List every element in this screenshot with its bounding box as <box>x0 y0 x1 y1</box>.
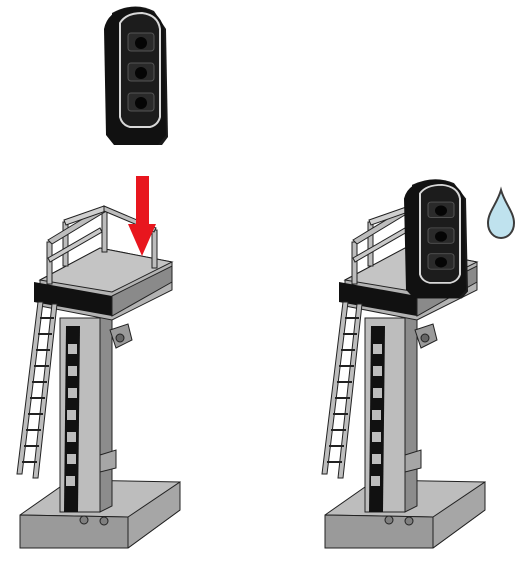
signal-head-right <box>404 179 468 298</box>
glue-drop-icon <box>488 190 514 238</box>
signal-mast-left <box>17 206 180 548</box>
signal-head-left <box>104 6 168 145</box>
assembly-step-2 <box>322 179 514 548</box>
assembly-step-1 <box>17 6 180 548</box>
